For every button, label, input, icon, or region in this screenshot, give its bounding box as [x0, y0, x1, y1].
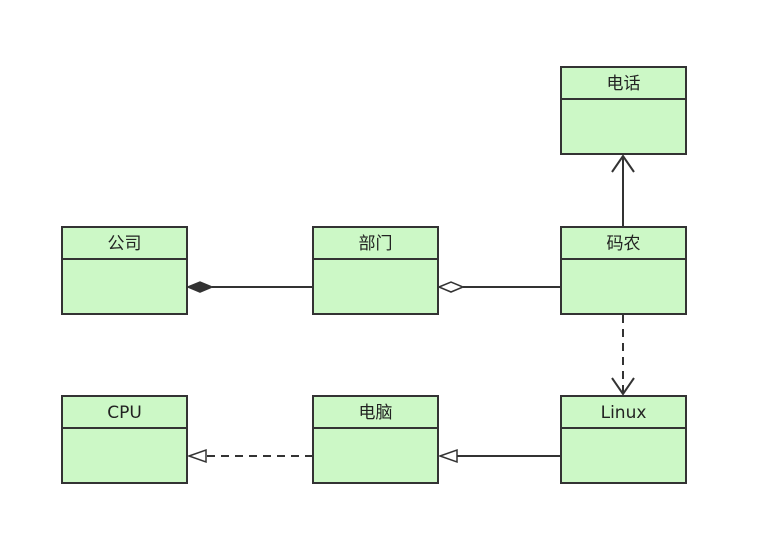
open-arrow-icon	[611, 154, 635, 173]
class-phone[interactable]: 电话	[560, 66, 687, 155]
association-edge	[611, 154, 635, 227]
class-department[interactable]: 部门	[312, 226, 439, 315]
class-name: 码农	[607, 234, 641, 254]
hollow-diamond-icon	[437, 281, 465, 293]
generalization-edge	[437, 448, 561, 464]
hollow-triangle-icon	[186, 448, 207, 464]
aggregation-edge	[437, 281, 561, 293]
class-name: 电话	[607, 74, 641, 94]
class-name: 电脑	[359, 403, 393, 423]
class-computer[interactable]: 电脑	[312, 395, 439, 484]
filled-diamond-icon	[186, 281, 214, 293]
composition-edge	[186, 281, 313, 293]
class-name: 公司	[108, 234, 142, 254]
class-linux[interactable]: Linux	[560, 395, 687, 484]
class-company[interactable]: 公司	[61, 226, 188, 315]
dependency-edge	[611, 315, 635, 396]
class-cpu[interactable]: CPU	[61, 395, 188, 484]
class-name: Linux	[601, 403, 647, 423]
class-name: CPU	[107, 403, 142, 423]
hollow-triangle-icon	[437, 448, 458, 464]
open-arrow-icon	[611, 377, 635, 396]
realization-edge	[186, 448, 313, 464]
class-name: 部门	[359, 234, 393, 254]
class-coder[interactable]: 码农	[560, 226, 687, 315]
